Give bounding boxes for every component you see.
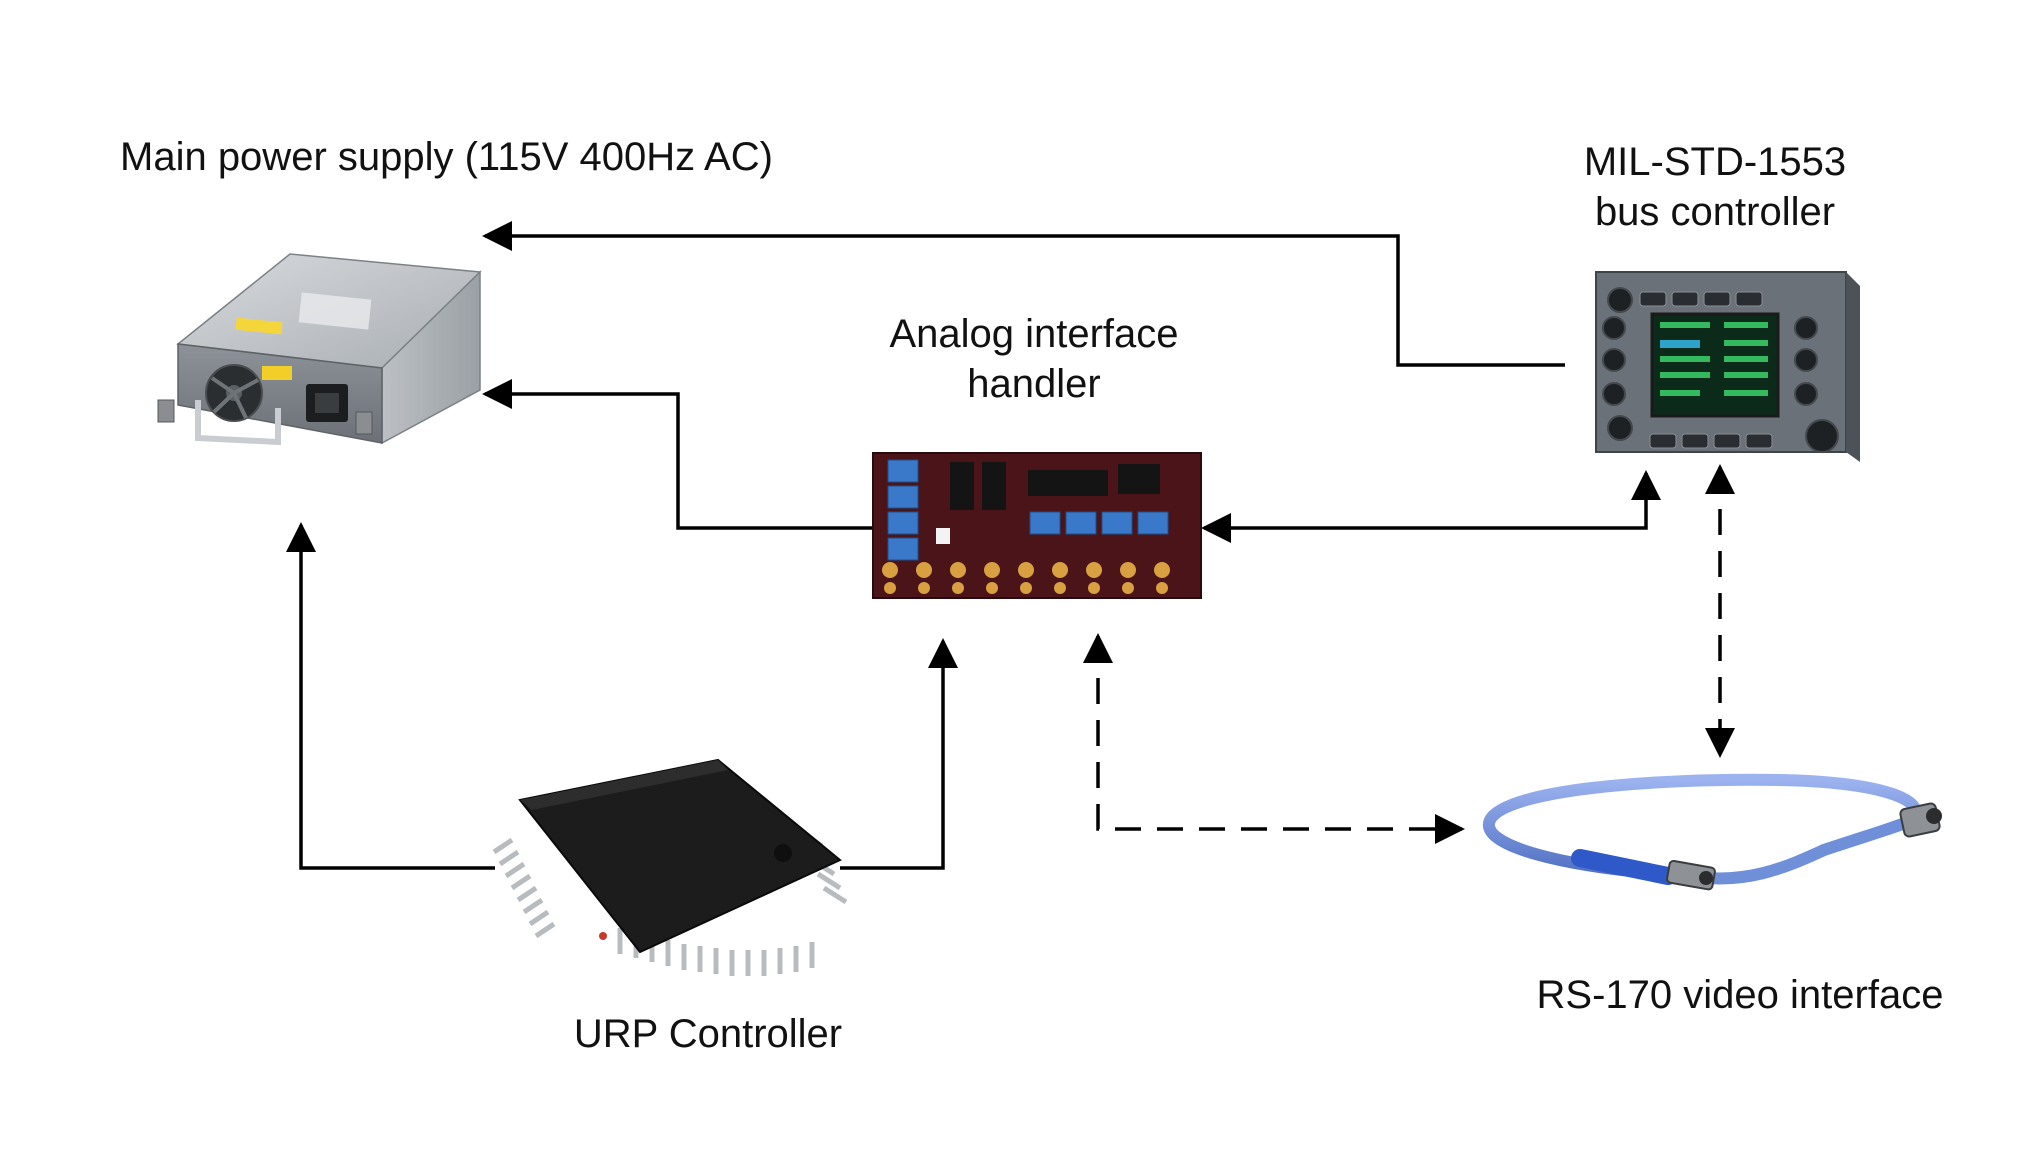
urp-controller-label: URP Controller xyxy=(574,1012,842,1056)
video-cable-image xyxy=(1482,773,1942,891)
connector-urp-to-analog xyxy=(840,638,958,870)
connector-bus-analog-link xyxy=(1201,470,1661,543)
labels: Main power supply (115V 400Hz AC) MIL-ST… xyxy=(120,135,1943,1056)
connector-analog-video-dashed xyxy=(1083,633,1465,844)
connector-urp-to-power xyxy=(286,522,495,870)
power-supply-label: Main power supply (115V 400Hz AC) xyxy=(120,135,773,179)
bus-controller-image xyxy=(1595,271,1860,462)
connector-bus-to-power-top xyxy=(482,221,1565,367)
power-supply-image xyxy=(157,253,482,446)
connections xyxy=(286,221,1735,870)
bus-controller-label-line2: bus controller xyxy=(1595,190,1835,234)
urp-controller-chip-image xyxy=(492,758,848,976)
analog-handler-label-line2: handler xyxy=(967,362,1100,406)
analog-handler-label-line1: Analog interface xyxy=(889,312,1178,356)
analog-interface-board-image xyxy=(872,452,1202,599)
connector-analog-to-power xyxy=(482,379,873,530)
bus-controller-label-line1: MIL-STD-1553 xyxy=(1584,140,1846,184)
video-interface-label: RS-170 video interface xyxy=(1537,973,1944,1017)
